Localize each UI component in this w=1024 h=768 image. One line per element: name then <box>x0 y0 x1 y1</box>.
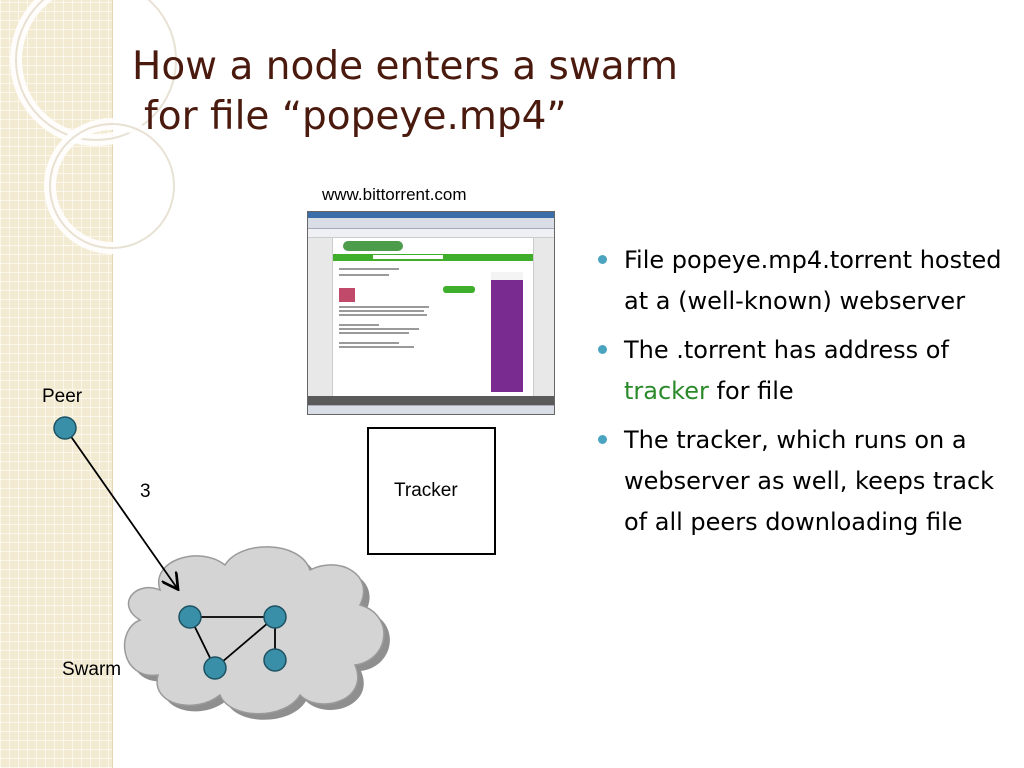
title-line-2: for file “popeye.mp4” <box>144 94 567 139</box>
browser-screenshot <box>307 211 555 415</box>
peer-node <box>53 416 77 440</box>
tracker-label: Tracker <box>394 480 458 501</box>
step-number-label: 3 <box>140 481 151 502</box>
swarm-node <box>203 656 227 680</box>
bittorrent-logo-image <box>343 241 403 251</box>
swarm-label: Swarm <box>62 659 122 680</box>
bullet-list: File popeye.mp4.torrent hosted at a (wel… <box>595 240 1010 551</box>
bullet-item: The .torrent has address of tracker for … <box>595 330 1010 412</box>
bullet-text: The .torrent has address of <box>624 336 949 364</box>
highlighted-term: tracker <box>624 377 709 405</box>
slide-title: How a node enters a swarm for file “pope… <box>132 42 678 142</box>
bullet-text: for file <box>708 377 794 405</box>
swarm-node <box>263 605 287 629</box>
swarm-link <box>214 616 276 669</box>
peer-to-swarm-arrow <box>64 427 177 588</box>
url-caption: www.bittorrent.com <box>322 185 467 204</box>
bullet-item: File popeye.mp4.torrent hosted at a (wel… <box>595 240 1010 322</box>
peer-label: Peer <box>42 386 83 407</box>
swarm-node <box>263 648 287 672</box>
swarm-node <box>178 605 202 629</box>
tracker-box <box>367 427 496 555</box>
title-line-1: How a node enters a swarm <box>132 44 678 89</box>
decorative-circles <box>10 0 182 254</box>
swarm-cloud <box>124 546 385 715</box>
bullet-item: The tracker, which runs on a webserver a… <box>595 420 1010 543</box>
